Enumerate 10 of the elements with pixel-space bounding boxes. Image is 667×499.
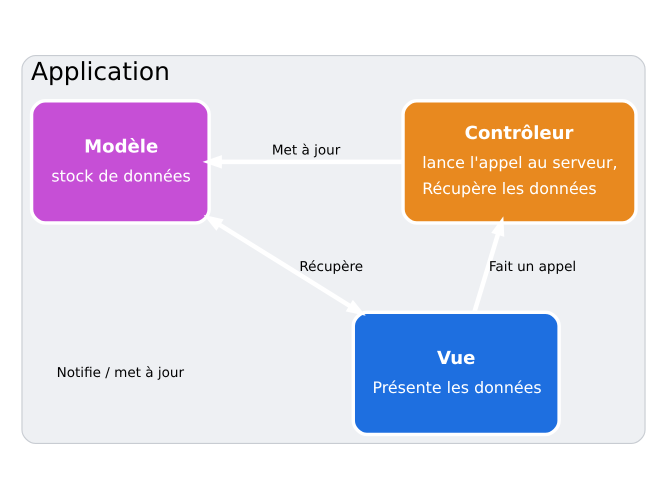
edge-label: Fait un appel [488,259,576,276]
edge-label: Récupère [299,259,364,276]
arrow [202,155,404,169]
node-box: Vue Présente les données [352,310,561,436]
arrow [472,216,504,313]
label: Notifie / met à jour [56,364,184,381]
node-box: Contrôleur lance l'appel au serveur, Récupère les données [401,99,638,225]
arrow [204,214,366,316]
edge-label: Met à jour [272,142,340,159]
node-box: Modèle stock de données [30,99,211,225]
